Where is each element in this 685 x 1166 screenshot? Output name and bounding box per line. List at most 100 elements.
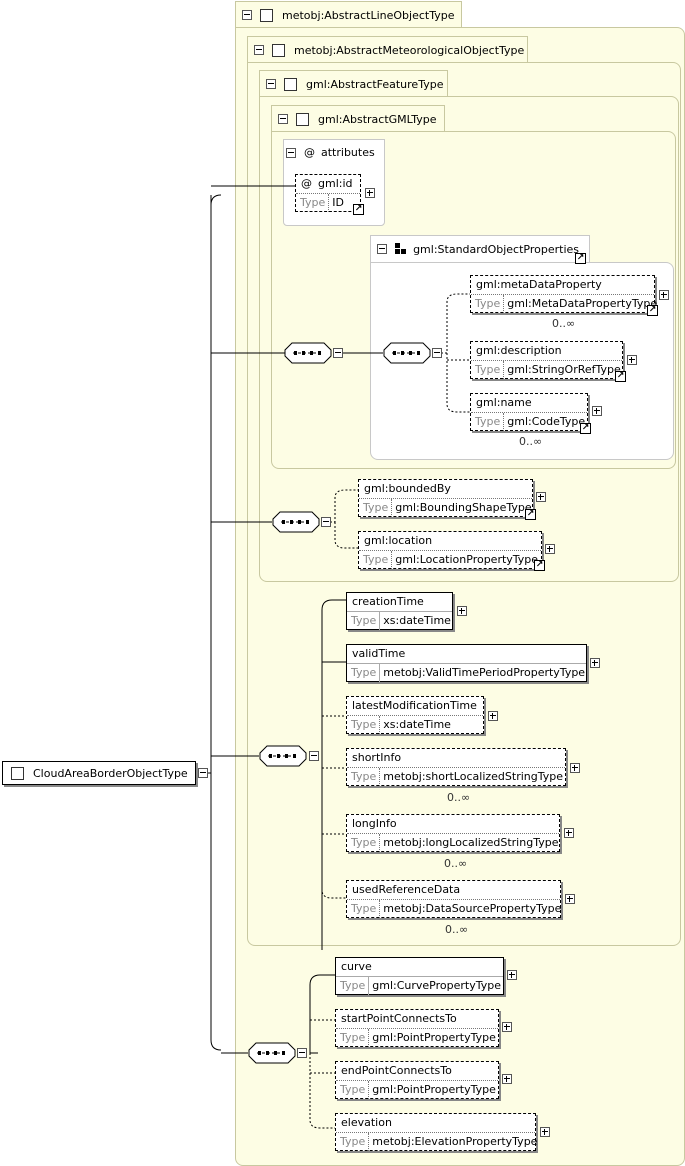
type-value: metobj:longLocalizedStringType — [383, 836, 559, 849]
type-value: gml:PointPropertyType — [372, 1031, 496, 1044]
collapse-icon[interactable] — [254, 45, 264, 55]
region-tab-abstract-feature-type[interactable]: gml:AbstractFeatureType — [259, 70, 448, 97]
element-name: latestModificationTime — [347, 697, 483, 716]
expand-icon[interactable] — [536, 492, 546, 502]
type-key: Type — [471, 295, 505, 313]
type-key: Type — [336, 1081, 370, 1099]
group-title: gml:StandardObjectProperties — [413, 242, 579, 256]
type-key: Type — [359, 499, 393, 517]
sequence-compositor[interactable] — [383, 342, 431, 364]
expand-icon[interactable] — [592, 406, 602, 416]
at-icon: @ — [304, 146, 315, 159]
type-link-icon[interactable] — [353, 204, 364, 215]
sequence-compositor[interactable] — [248, 1042, 296, 1064]
sequence-compositor[interactable] — [272, 511, 320, 533]
collapse-icon[interactable] — [321, 517, 331, 527]
collapse-icon[interactable] — [242, 10, 252, 20]
attributes-header[interactable]: @ attributes — [286, 146, 375, 159]
expand-icon[interactable] — [502, 1022, 512, 1032]
element-name: usedReferenceData — [347, 881, 560, 900]
sequence-compositor[interactable] — [259, 745, 307, 767]
element-name: endPointConnectsTo — [336, 1062, 498, 1081]
region-tab-abstract-gml-type[interactable]: gml:AbstractGMLType — [271, 105, 445, 132]
region-tab-abstract-meteorological-object-type[interactable]: metobj:AbstractMeteorologicalObjectType — [247, 36, 528, 63]
checkbox-icon[interactable] — [296, 112, 309, 126]
cardinality: 0..∞ — [552, 317, 576, 330]
root-label: CloudAreaBorderObjectType — [33, 766, 188, 780]
cardinality: 0..∞ — [444, 857, 468, 870]
type-key: Type — [336, 977, 370, 995]
collapse-icon[interactable] — [286, 147, 296, 158]
type-key: Type — [347, 612, 381, 630]
expand-icon[interactable] — [659, 290, 669, 300]
region-tab-abstract-line-object-type[interactable]: metobj:AbstractLineObjectType — [235, 1, 462, 28]
checkbox-icon[interactable] — [11, 766, 24, 780]
element-name: longInfo — [347, 815, 559, 834]
type-link-icon[interactable] — [647, 305, 658, 316]
element-name: gml:boundedBy — [359, 480, 532, 499]
type-value: metobj:ElevationPropertyType — [372, 1135, 538, 1148]
expand-icon[interactable] — [488, 711, 498, 721]
collapse-icon[interactable] — [333, 348, 343, 358]
type-key: Type — [347, 768, 381, 786]
type-link-icon[interactable] — [575, 253, 586, 264]
collapse-icon[interactable] — [278, 114, 288, 124]
type-key: Type — [347, 716, 381, 734]
type-value: gml:StringOrRefType — [507, 363, 621, 376]
expand-icon[interactable] — [502, 1074, 512, 1084]
collapse-icon[interactable] — [432, 348, 442, 358]
type-value: gml:BoundingShapeType — [395, 501, 532, 514]
collapse-icon[interactable] — [309, 751, 319, 761]
collapse-icon[interactable] — [266, 79, 276, 89]
collapse-icon[interactable] — [377, 244, 387, 254]
type-key: Type — [347, 900, 381, 918]
element-name: gml:metaDataProperty — [471, 276, 654, 295]
type-value: metobj:ValidTimePeriodPropertyType — [383, 666, 586, 679]
collapse-icon[interactable] — [297, 1048, 307, 1058]
expand-icon[interactable] — [507, 970, 517, 980]
checkbox-icon[interactable] — [272, 43, 285, 57]
region-title: gml:AbstractGMLType — [318, 112, 437, 126]
type-link-icon[interactable] — [580, 423, 591, 434]
element-name: startPointConnectsTo — [336, 1010, 498, 1029]
expand-icon[interactable] — [540, 1127, 550, 1137]
root-element[interactable]: CloudAreaBorderObjectType — [2, 761, 196, 785]
checkbox-icon[interactable] — [284, 77, 297, 91]
expand-icon[interactable] — [365, 188, 375, 198]
collapse-icon[interactable] — [198, 768, 208, 778]
type-value: xs:dateTime — [383, 718, 451, 731]
expand-icon[interactable] — [627, 355, 637, 365]
type-link-icon[interactable] — [534, 560, 545, 571]
group-icon — [395, 243, 406, 255]
expand-icon[interactable] — [457, 606, 467, 616]
region-title: metobj:AbstractLineObjectType — [282, 8, 455, 22]
sequence-compositor[interactable] — [284, 342, 332, 364]
attributes-title: attributes — [321, 146, 375, 159]
type-link-icon[interactable] — [615, 371, 626, 382]
checkbox-icon[interactable] — [260, 8, 273, 22]
expand-icon[interactable] — [545, 544, 555, 554]
expand-icon[interactable] — [565, 894, 575, 904]
expand-icon[interactable] — [564, 828, 574, 838]
type-link-icon[interactable] — [525, 509, 536, 520]
group-tab-standard-object-properties[interactable]: gml:StandardObjectProperties — [370, 235, 590, 262]
expand-icon[interactable] — [590, 658, 600, 668]
expand-icon[interactable] — [570, 763, 580, 773]
element-name: validTime — [347, 645, 586, 664]
